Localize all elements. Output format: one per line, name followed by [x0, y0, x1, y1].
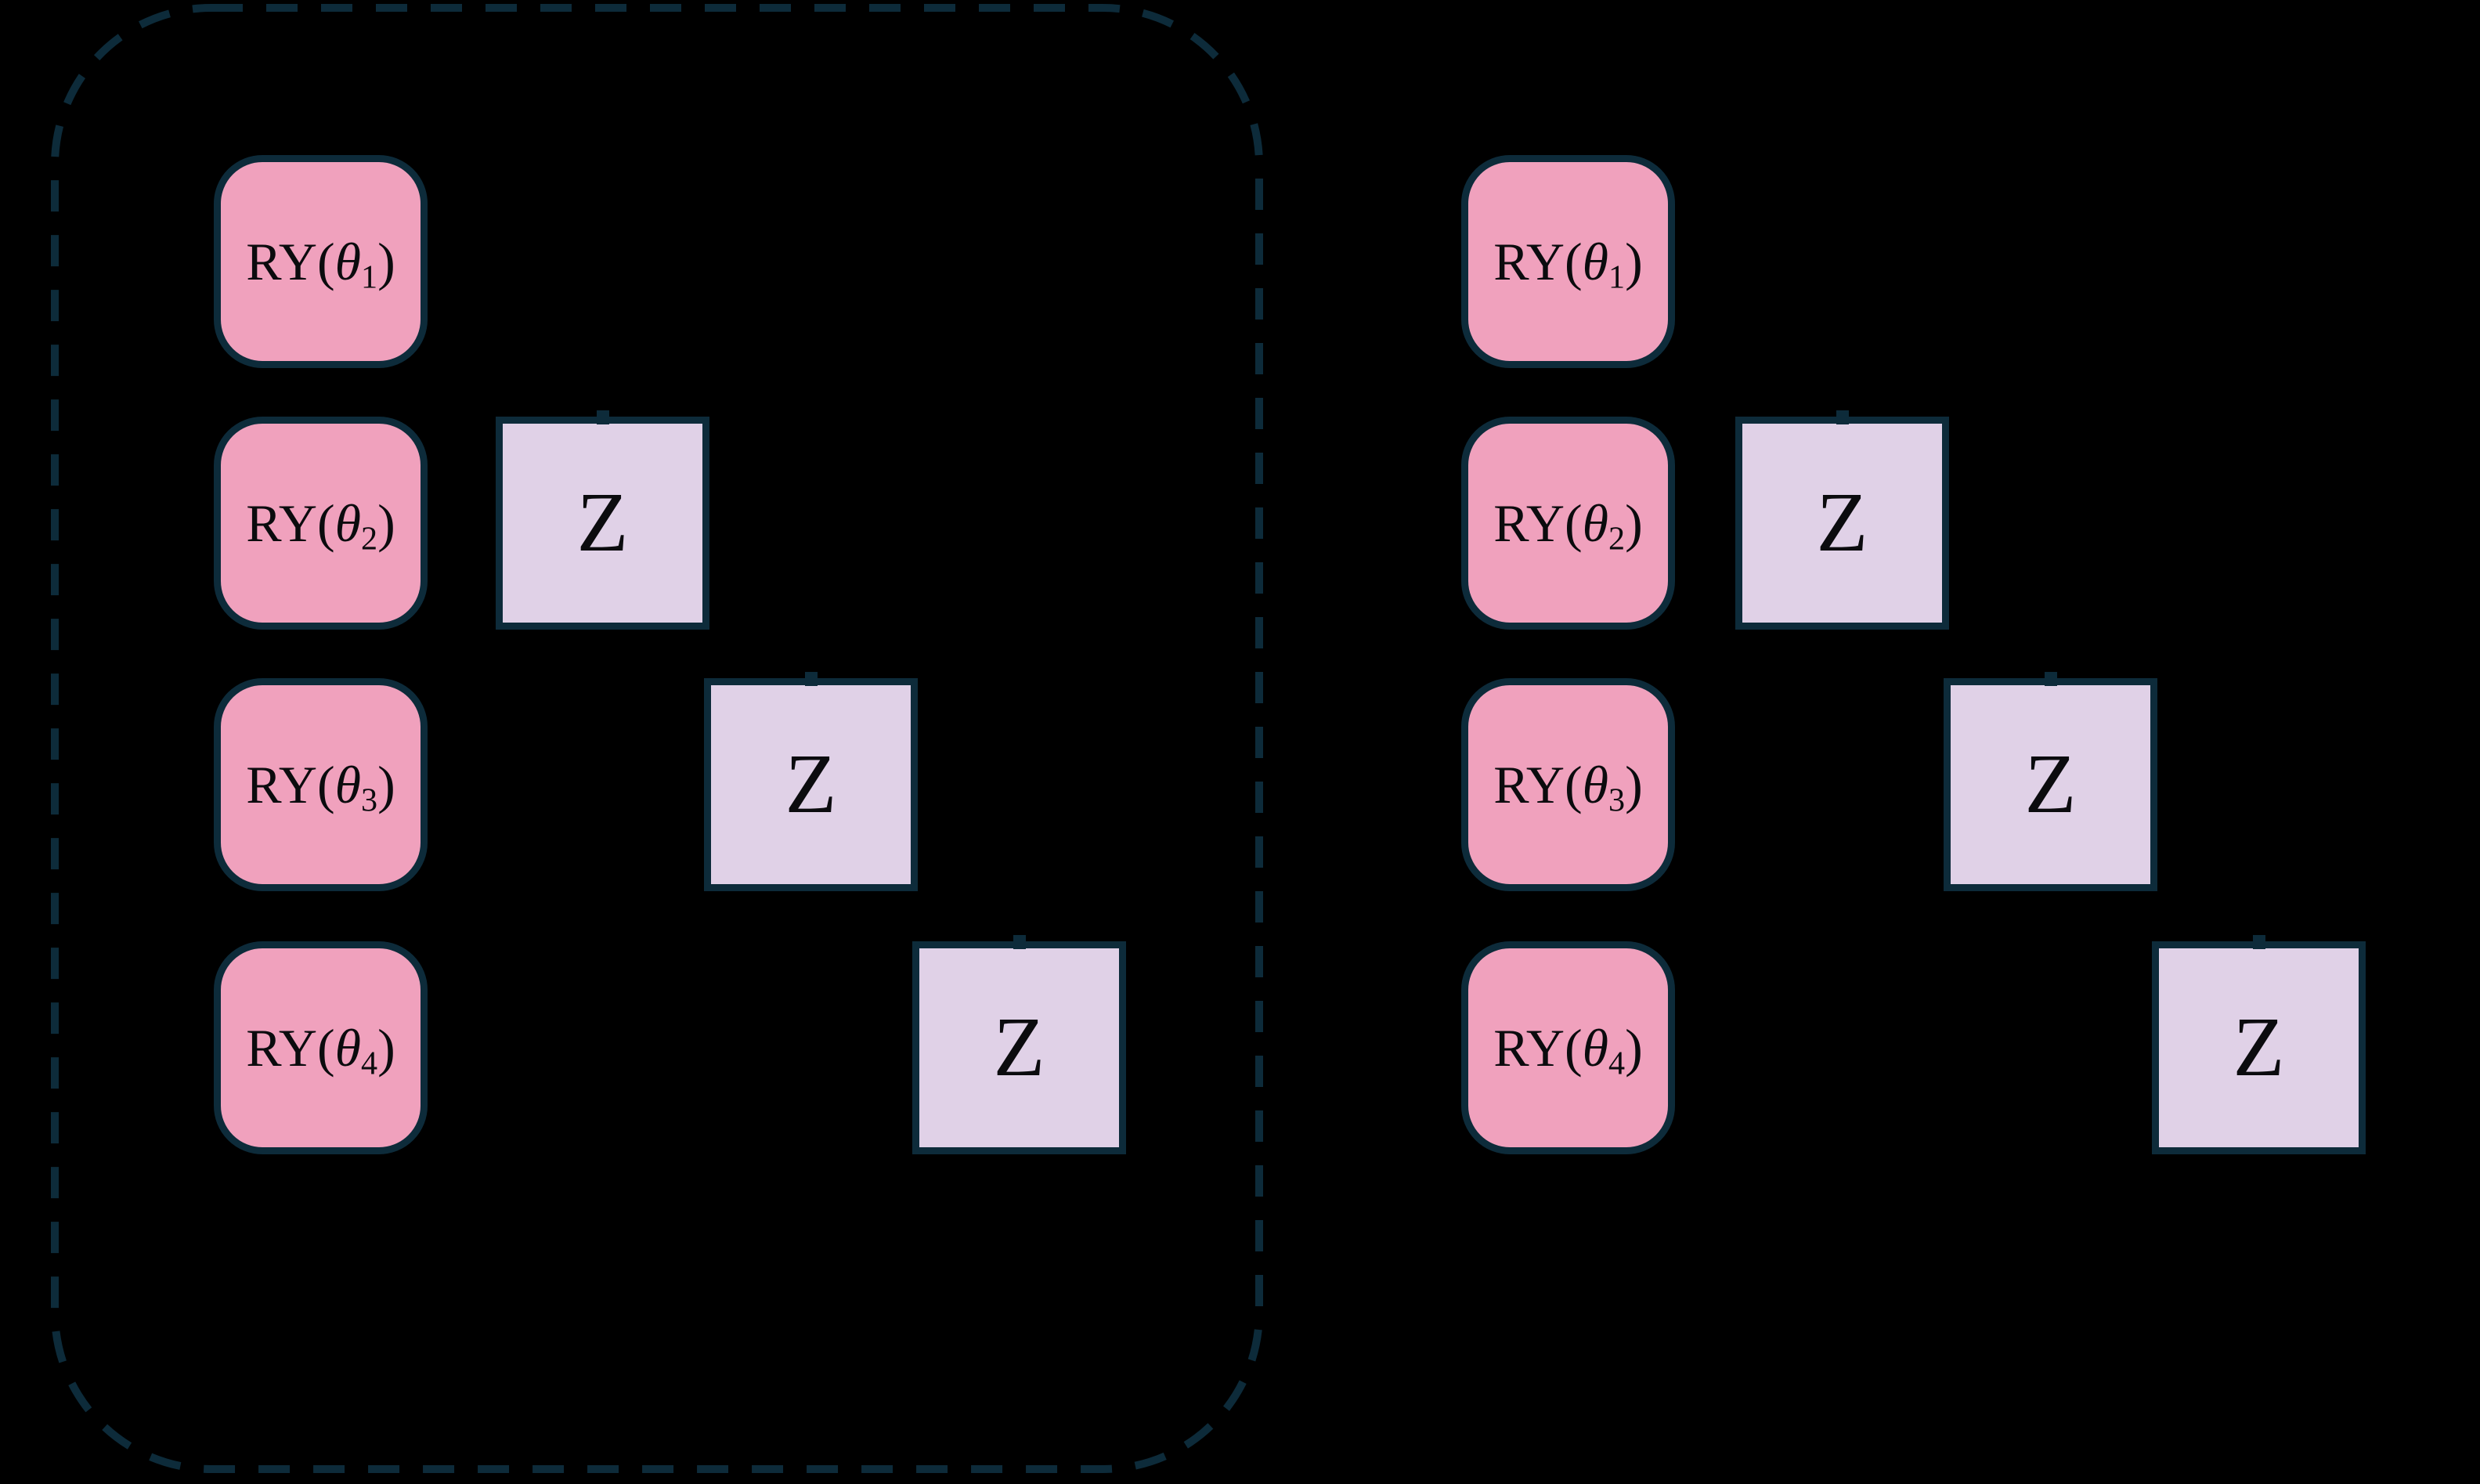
left-ry-gate-4-label: RY(θ4)	[246, 1018, 395, 1082]
connector-stub-icon	[804, 672, 818, 686]
right-ry-gate-3: RY(θ3)	[1461, 678, 1675, 891]
left-z-gate-3: Z	[912, 935, 1126, 1154]
right-ry-gate-3-label: RY(θ3)	[1493, 755, 1643, 819]
right-z-gate-2-label: Z	[2024, 738, 2077, 831]
left-ry-gate-2-label: RY(θ2)	[246, 493, 395, 558]
left-z-gate-2: Z	[704, 672, 918, 891]
connector-stub-icon	[1013, 935, 1026, 949]
right-z-gate-1-label: Z	[1816, 476, 1868, 569]
right-ry-gate-4: RY(θ4)	[1461, 941, 1675, 1154]
right-ry-gate-2-label: RY(θ2)	[1493, 493, 1643, 558]
connector-stub-icon	[1836, 410, 1849, 424]
left-ry-gate-2: RY(θ2)	[214, 417, 428, 630]
left-z-gate-1: Z	[496, 410, 709, 630]
connector-stub-icon	[2252, 935, 2265, 949]
right-ry-gate-1-label: RY(θ1)	[1493, 232, 1643, 296]
left-ry-gate-4: RY(θ4)	[214, 941, 428, 1154]
right-z-gate-3-label: Z	[2233, 1001, 2285, 1094]
left-z-gate-3-label: Z	[993, 1001, 1045, 1094]
right-ry-gate-4-label: RY(θ4)	[1493, 1018, 1643, 1082]
right-ry-gate-2: RY(θ2)	[1461, 417, 1675, 630]
right-ry-gate-1: RY(θ1)	[1461, 155, 1675, 368]
right-z-gate-2: Z	[1944, 672, 2157, 891]
left-ry-gate-3-label: RY(θ3)	[246, 755, 395, 819]
connector-stub-icon	[2044, 672, 2057, 686]
right-z-gate-3: Z	[2152, 935, 2366, 1154]
right-z-gate-1: Z	[1735, 410, 1949, 630]
left-ry-gate-1: RY(θ1)	[214, 155, 428, 368]
left-z-gate-2-label: Z	[785, 738, 837, 831]
left-ry-gate-3: RY(θ3)	[214, 678, 428, 891]
connector-stub-icon	[596, 410, 609, 424]
left-z-gate-1-label: Z	[576, 476, 629, 569]
left-ry-gate-1-label: RY(θ1)	[246, 232, 395, 296]
